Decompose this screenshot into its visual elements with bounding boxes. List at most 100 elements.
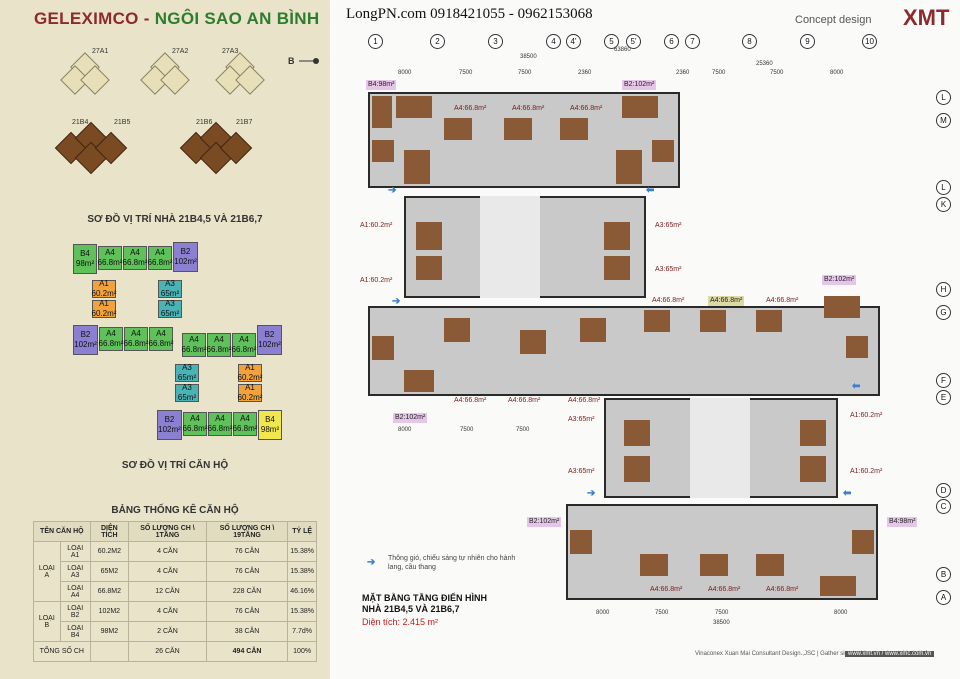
group-label: LOẠI B (33, 601, 61, 642)
room (444, 318, 470, 342)
grid-col-5p: 5' (626, 34, 641, 49)
grid-row-a: A (936, 590, 951, 605)
north-arrow-icon (299, 58, 319, 64)
grid-col-4p: 4' (566, 34, 581, 49)
room (520, 330, 546, 354)
brand-part2: NGÔI SAO AN BÌNH (154, 9, 320, 28)
stair-core (480, 196, 540, 298)
tag-b2: B2:102m² (622, 80, 657, 90)
label-21b4: 21B4 (72, 119, 89, 126)
grid-col-2: 2 (430, 34, 445, 49)
dim: 2360 (578, 70, 592, 76)
table-total-row: TỔNG SỐ CH 26 CĂN 494 CĂN 100% (33, 641, 317, 662)
col-header: SỐ LƯỢNG CH \ 1TẦNG (128, 521, 207, 542)
site-plan-diagram (54, 52, 265, 175)
dim-total-right: 25360 (756, 61, 773, 67)
tag-a4: A4:66.8m² (708, 586, 741, 593)
room (604, 256, 630, 280)
room (404, 370, 434, 392)
label-27a2: 27A2 (172, 48, 189, 55)
room (416, 256, 442, 280)
dim: 7500 (715, 610, 729, 616)
grid-col-4: 4 (546, 34, 561, 49)
room (624, 420, 650, 446)
grid-row-k: K (936, 197, 951, 212)
room (570, 530, 592, 554)
room (560, 118, 588, 140)
site-plan-title: SƠ ĐỒ VỊ TRÍ NHÀ 21B4,5 VÀ 21B6,7 (87, 214, 263, 225)
grid-col-9: 9 (800, 34, 815, 49)
room (616, 150, 642, 184)
group-label: LOẠI A (33, 541, 61, 602)
ventilation-arrow-icon: ⬅ (852, 381, 861, 392)
dim: 7500 (712, 70, 726, 76)
col-header: TỶ LỆ (287, 521, 317, 542)
tag-a1: A1:60.2m² (850, 468, 883, 475)
dim: 8000 (398, 427, 412, 433)
room (404, 150, 430, 184)
dim: 8000 (596, 610, 610, 616)
brand-sep: - (138, 9, 155, 28)
tag-b4: B4:98m² (887, 517, 918, 527)
tag-a1: A1:60.2m² (360, 277, 393, 284)
stair-core (690, 398, 750, 498)
grid-col-3: 3 (488, 34, 503, 49)
ventilation-arrow-icon: ⬅ (646, 185, 655, 196)
tag-a3: A3:65m² (655, 266, 682, 273)
brand-title: GELEXIMCO - NGÔI SAO AN BÌNH (34, 9, 319, 29)
grid-row-l2: L (936, 180, 951, 195)
xmt-logo: XMT (903, 5, 950, 30)
room (622, 96, 658, 118)
room (416, 222, 442, 250)
room (644, 310, 670, 332)
dim-total-bottom: 38500 (713, 620, 730, 626)
tag-a4: A4:66.8m² (766, 297, 799, 304)
stats-table: TÊN CĂN HỘ DIỆN TÍCH SỐ LƯỢNG CH \ 1TẦNG… (33, 521, 317, 662)
dim: 8000 (834, 610, 848, 616)
room (652, 140, 674, 162)
label-21b6: 21B6 (196, 119, 213, 126)
room (820, 576, 856, 596)
stats-title: BẢNG THỐNG KÊ CĂN HỘ (111, 505, 239, 516)
grid-row-m: M (936, 113, 951, 128)
dim: 7500 (518, 70, 532, 76)
building-21b4-21b5 (54, 121, 128, 175)
building-21b6-21b7 (179, 121, 253, 175)
grid-row-d: D (936, 483, 951, 498)
footer-site: www.xmt.vn / www.xmc.com.vn (845, 651, 935, 657)
col-header: TÊN CĂN HỘ (33, 521, 91, 542)
ventilation-arrow-icon: ➔ (587, 488, 596, 499)
label-27a3: 27A3 (222, 48, 239, 55)
building-27a1 (60, 52, 110, 95)
room (700, 310, 726, 332)
legend-arrow-icon: ➔ (367, 557, 376, 568)
room (800, 456, 826, 482)
tag-b4: B4:98m² (366, 80, 397, 90)
room (852, 530, 874, 554)
grid-row-c: C (936, 499, 951, 514)
room (372, 140, 394, 162)
room (504, 118, 532, 140)
caption-line1: MẶT BẰNG TẦNG ĐIỂN HÌNH (362, 593, 487, 603)
ventilation-arrow-icon: ⬅ (843, 488, 852, 499)
ventilation-arrow-icon: ➔ (392, 296, 401, 307)
tag-a4: A4:66.8m² (512, 105, 545, 112)
concept-label: Concept design (795, 14, 872, 26)
brand-part1: GELEXIMCO (34, 9, 139, 28)
room (640, 554, 668, 576)
label-27a1: 27A1 (92, 48, 109, 55)
grid-row-e: E (936, 390, 951, 405)
room (800, 420, 826, 446)
tag-a4: A4:66.8m² (454, 105, 487, 112)
